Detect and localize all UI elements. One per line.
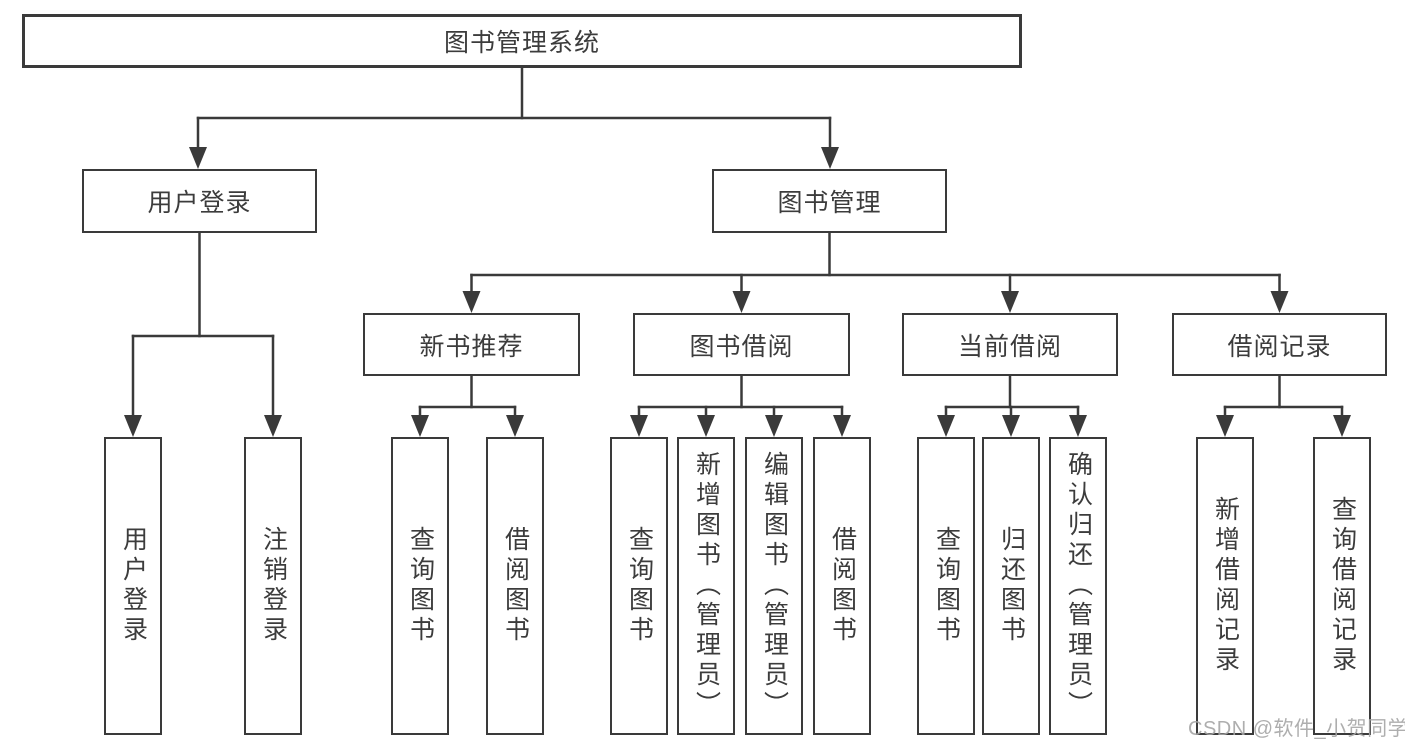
node-library-management-system: 图书管理系统 (22, 14, 1022, 68)
leaf-br-query-record: 查询借阅记录 (1313, 437, 1371, 735)
leaf-br-add-record: 新增借阅记录 (1196, 437, 1254, 735)
leaf-nb-query-books: 查询图书 (391, 437, 449, 735)
node-book-borrowing: 图书借阅 (633, 313, 850, 376)
leaf-cb-return-books: 归还图书 (982, 437, 1040, 735)
node-current-borrowing: 当前借阅 (902, 313, 1118, 376)
leaf-bb-query-books: 查询图书 (610, 437, 668, 735)
leaf-cb-query-books: 查询图书 (917, 437, 975, 735)
node-book-management: 图书管理 (712, 169, 947, 233)
node-new-book-recommendation: 新书推荐 (363, 313, 580, 376)
leaf-bb-borrow-books: 借阅图书 (813, 437, 871, 735)
leaf-logout: 注销登录 (244, 437, 302, 735)
node-user-login: 用户登录 (82, 169, 317, 233)
node-borrowing-records: 借阅记录 (1172, 313, 1387, 376)
leaf-nb-borrow-books: 借阅图书 (486, 437, 544, 735)
leaf-user-login: 用户登录 (104, 437, 162, 735)
leaf-cb-confirm-return-admin: 确认归还（管理员） (1049, 437, 1107, 735)
leaf-bb-add-books-admin: 新增图书（管理员） (677, 437, 735, 735)
leaf-bb-edit-books-admin: 编辑图书（管理员） (745, 437, 803, 735)
watermark: CSDN @软件_小贺同学 (1188, 718, 1405, 740)
